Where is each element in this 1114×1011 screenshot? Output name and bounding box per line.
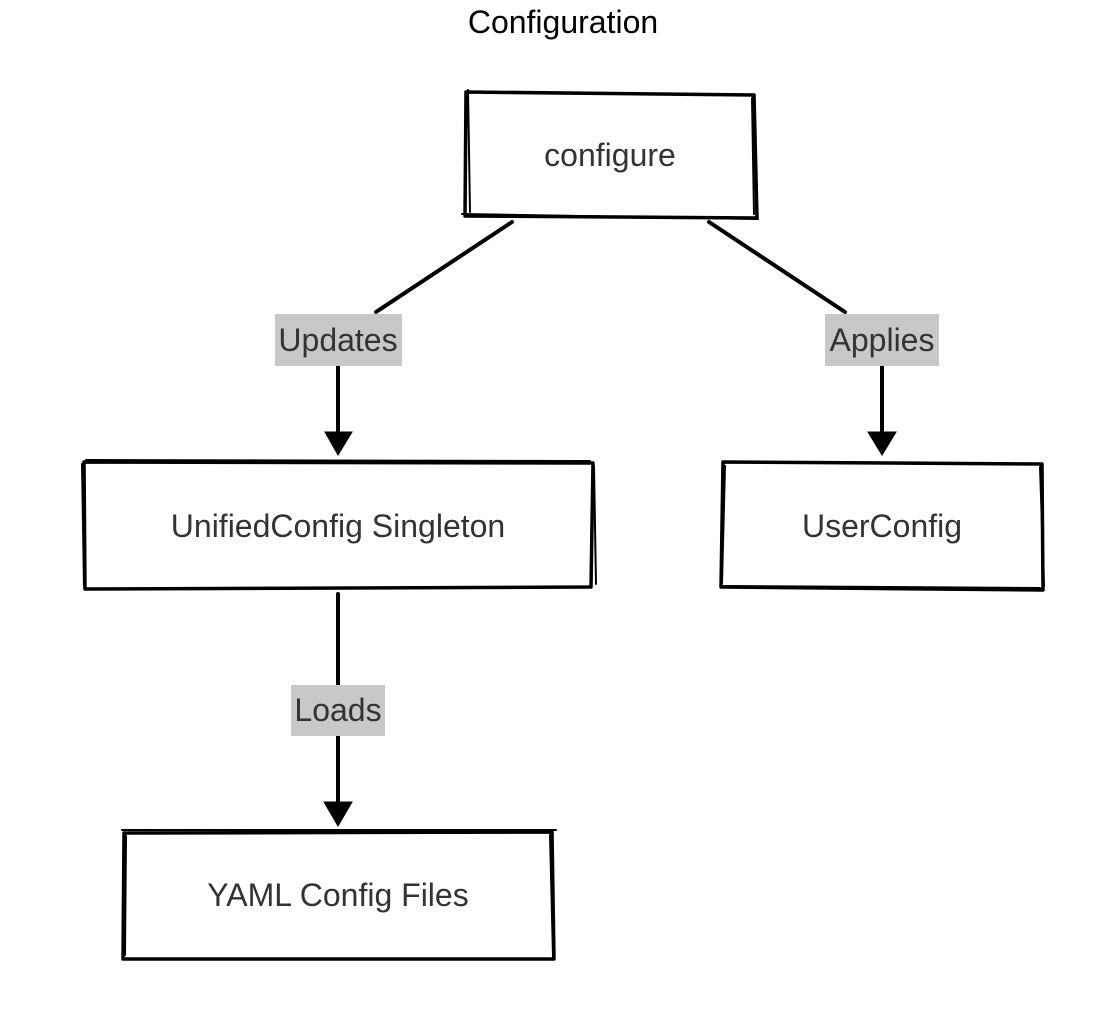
edge-loads (323, 592, 353, 827)
arrowhead-applies (867, 431, 897, 456)
node-yaml-config-files: YAML Config Files (121, 829, 557, 961)
edge-label-loads: Loads (291, 685, 385, 736)
edge-updates (324, 220, 514, 456)
svg-text:UserConfig: UserConfig (802, 508, 962, 544)
edge-label-applies: Applies (825, 314, 939, 366)
svg-text:Updates: Updates (278, 322, 397, 358)
svg-text:UnifiedConfig Singleton: UnifiedConfig Singleton (171, 508, 505, 544)
svg-text:Applies: Applies (830, 322, 935, 358)
edge-applies (707, 220, 897, 456)
arrowhead-updates (324, 431, 353, 456)
node-unified-config-singleton: UnifiedConfig Singleton (81, 459, 597, 591)
svg-text:YAML Config Files: YAML Config Files (207, 877, 468, 913)
node-user-config: UserConfig (719, 460, 1045, 592)
svg-text:configure: configure (544, 137, 676, 173)
diagram-title: Configuration (468, 4, 658, 40)
svg-text:Loads: Loads (294, 692, 381, 728)
node-configure: configure (461, 89, 759, 220)
arrowhead-loads (323, 801, 353, 827)
edge-label-updates: Updates (275, 314, 402, 366)
